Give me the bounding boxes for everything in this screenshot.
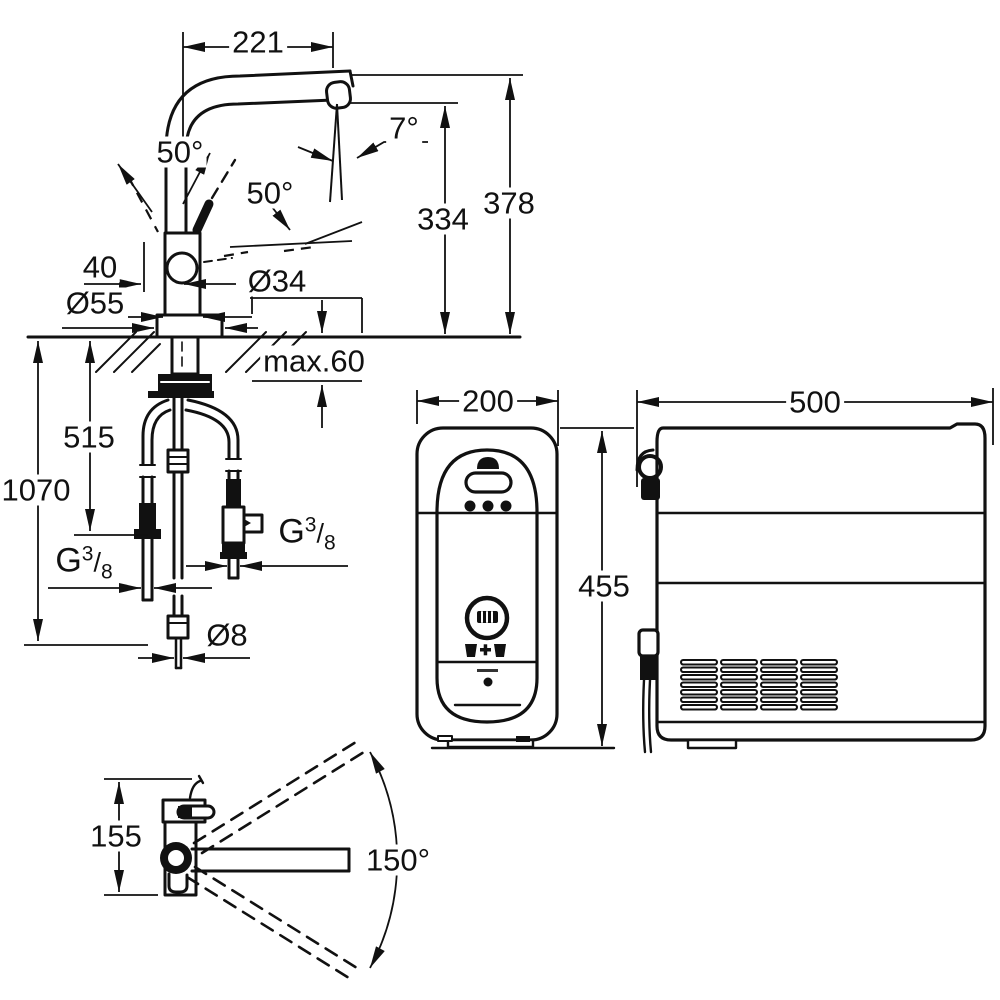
dim-lever-offset: 40 [79, 251, 121, 283]
thread-numerator: 3 [81, 542, 94, 566]
dim-hose-total: 1070 [0, 474, 74, 506]
thread-denominator: 8 [100, 560, 113, 584]
dim-thread-right: G3/8 [275, 512, 339, 555]
dim-body-diameter: Ø34 [244, 265, 310, 297]
dim-swivel-range: 150° [362, 844, 434, 876]
dim-cooler-height: 455 [575, 570, 633, 602]
dim-base-diameter: Ø55 [62, 287, 128, 319]
faucet-top-view [160, 740, 366, 980]
faucet-front-view [26, 69, 522, 670]
thread-slash: / [93, 547, 101, 578]
dim-hose-to-fitting: 515 [60, 421, 118, 453]
dim-cooler-width: 200 [459, 385, 517, 417]
grille-column [800, 659, 838, 711]
dim-spout-reach: 221 [229, 26, 287, 58]
dim-lever-angle-left: 50° [153, 136, 207, 168]
dim-counter-thickness: max.60 [260, 345, 368, 377]
cooler-side-view [635, 422, 987, 754]
grille-column [760, 659, 798, 711]
thread-letter: G [278, 512, 305, 551]
dim-thread-left: G3/8 [52, 541, 116, 584]
dim-spout-angle: 7° [386, 112, 422, 144]
dim-base-height: 155 [87, 820, 145, 852]
dim-total-height: 378 [480, 187, 538, 219]
dim-cooler-depth: 500 [786, 386, 844, 418]
cooler-front-view [415, 426, 616, 750]
dim-lever-angle-right: 50° [243, 177, 297, 209]
thread-letter: G [55, 541, 82, 580]
grille-column [720, 659, 758, 711]
thread-slash: / [316, 518, 324, 549]
faucet-top-dimensions [104, 751, 399, 969]
thread-denominator: 8 [323, 531, 336, 555]
thread-numerator: 3 [304, 513, 317, 537]
dim-outlet-height: 334 [414, 203, 472, 235]
grille-column [680, 659, 718, 711]
dim-hose-diameter: Ø8 [203, 619, 251, 651]
